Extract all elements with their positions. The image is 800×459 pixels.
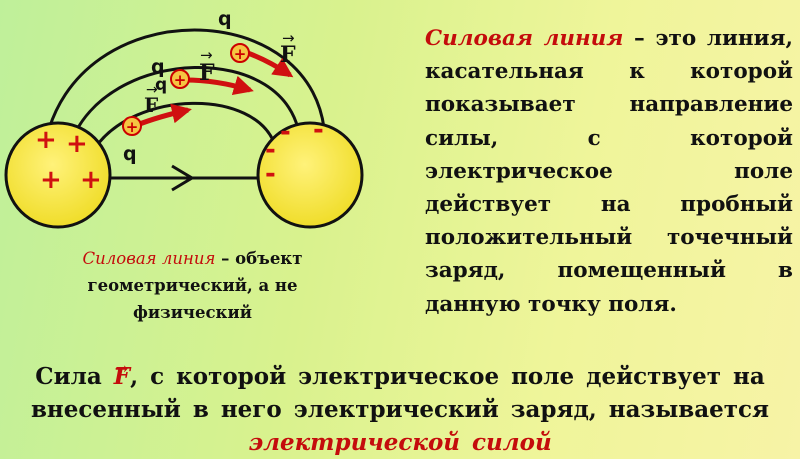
charge-label-q: q: [155, 75, 167, 95]
definition-term: Силовая линия: [425, 26, 624, 51]
definition-text: это линия, касательная к которой показыв…: [425, 26, 793, 317]
plus-sign: +: [66, 129, 88, 159]
charge-label-q: q: [123, 143, 137, 165]
minus-sign: -: [280, 117, 291, 147]
definition-paragraph: Силовая линия – это линия, касательная к…: [425, 22, 793, 321]
electric-force-term: электрической силой: [248, 429, 552, 456]
note-term: Силовая линия: [82, 249, 216, 268]
positive-sphere: [4, 121, 112, 229]
field-line-inner: [93, 101, 277, 149]
test-charge-outer: +: [230, 43, 250, 63]
field-line-outer: [43, 28, 327, 146]
force-vector-middle: [184, 75, 254, 95]
plus-sign: +: [35, 125, 57, 155]
test-charge-middle: +: [170, 69, 190, 89]
plus-sign: +: [80, 165, 102, 195]
svg-text:+: +: [234, 45, 247, 63]
negative-sphere: [256, 121, 364, 229]
charge-label-q: q: [151, 56, 165, 78]
minus-sign: -: [265, 159, 276, 189]
vector-arrow-icon: →: [114, 359, 129, 378]
force-definition: Сила →F, с которой электрическое поле де…: [20, 359, 780, 459]
minus-sign: -: [265, 135, 276, 165]
force-prefix: Сила: [35, 363, 114, 390]
field-line-middle: [68, 66, 302, 146]
field-lines-diagram: + + + + - - - - + + + q q q q F → F → F …: [4, 8, 364, 229]
svg-text:+: +: [174, 71, 187, 89]
note-text: – объект геометрический, а не физический: [87, 249, 303, 322]
charge-label-q: q: [218, 8, 232, 30]
note-paragraph: Силовая линия – объект геометрический, а…: [55, 245, 330, 326]
test-charge-inner: +: [122, 116, 142, 136]
plus-sign: +: [40, 165, 62, 195]
minus-sign: -: [313, 115, 324, 145]
force-label-f: F: [199, 60, 215, 86]
definition-dash: –: [623, 26, 656, 51]
force-symbol-letter: F: [113, 363, 131, 390]
force-label-f: F: [144, 93, 158, 117]
vector-arrow-icon: →: [200, 46, 213, 64]
vector-arrow-icon: →: [282, 29, 295, 47]
force-label-f: F: [280, 42, 296, 68]
svg-text:+: +: [126, 118, 139, 136]
vector-arrow-icon: →: [146, 82, 158, 98]
force-text: , с которой электрическое поле действует…: [30, 363, 770, 423]
direction-arrow-icon: [171, 164, 195, 192]
force-symbol: →F: [113, 359, 131, 393]
